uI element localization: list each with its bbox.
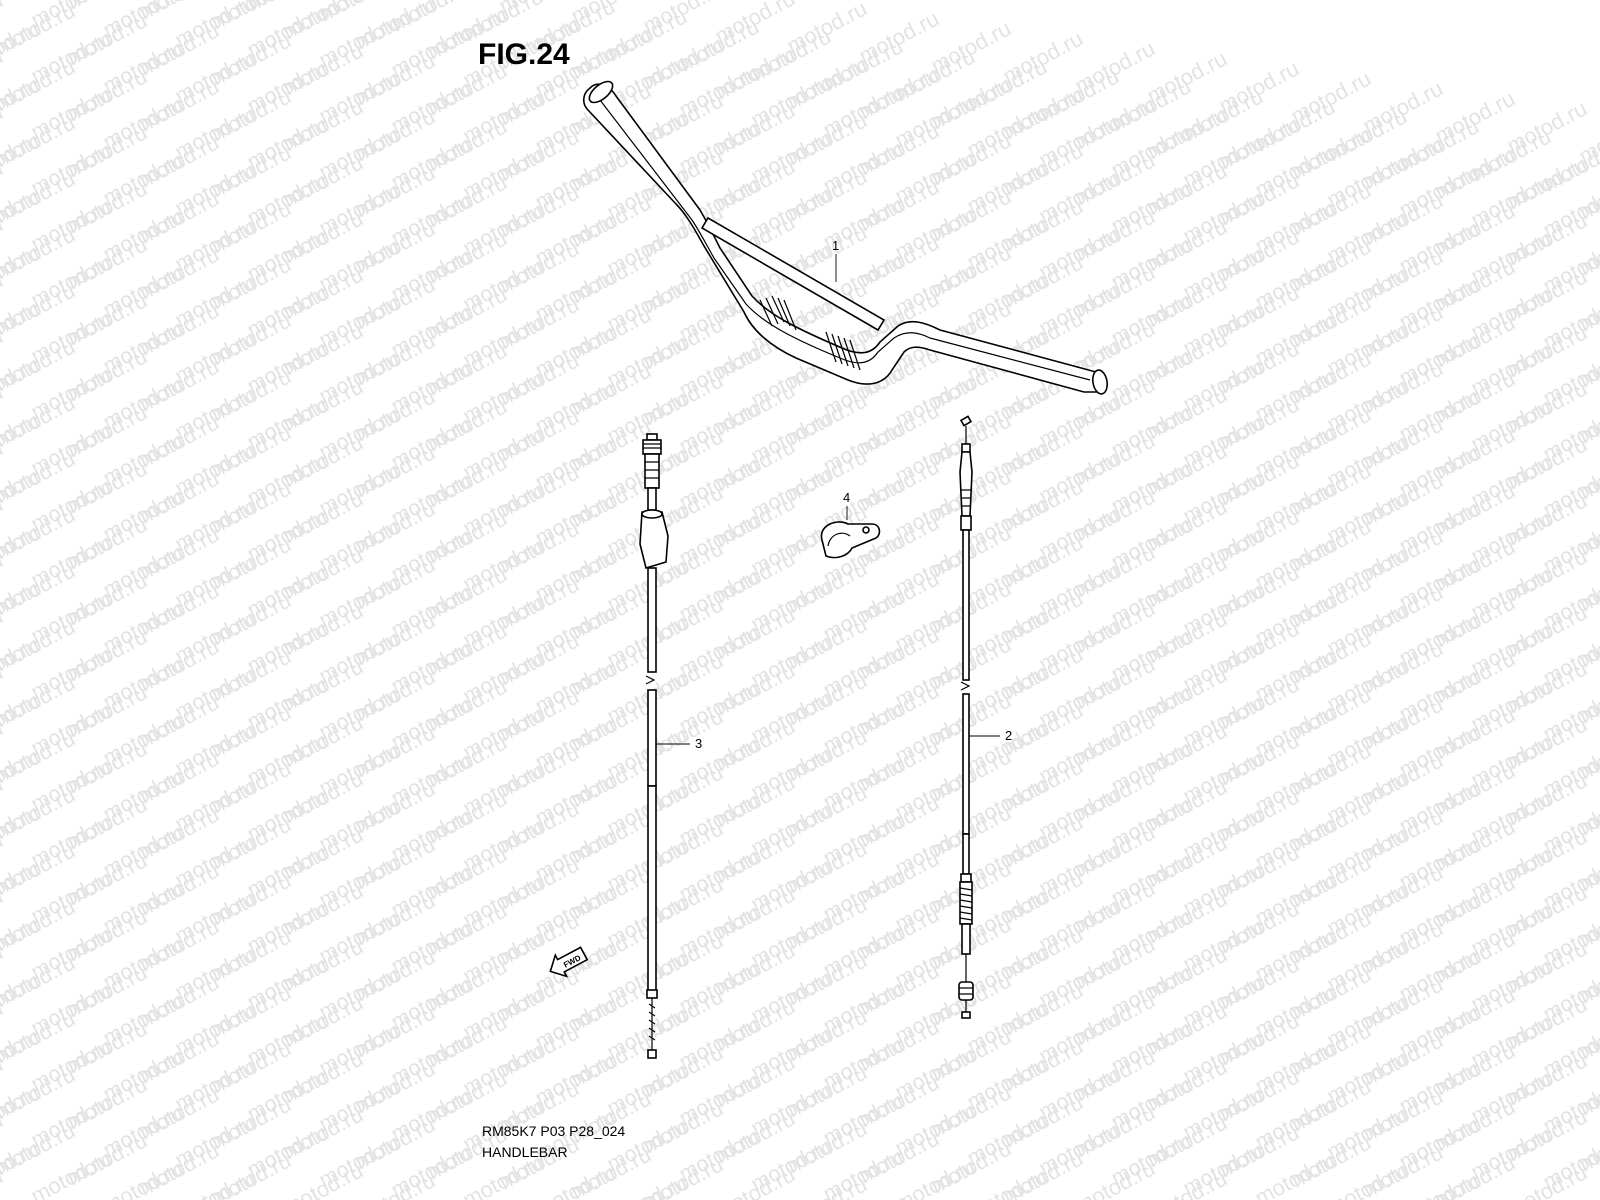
- forward-direction-marker: FWD: [549, 946, 589, 978]
- throttle-adjuster-nut: [642, 439, 662, 455]
- clamp-bolt-hole: [862, 526, 870, 534]
- clutch-cable[interactable]: 2: [958, 415, 1012, 1019]
- clutch-cable-housing-upper: [962, 529, 970, 681]
- throttle-cable-housing-upper: [647, 567, 657, 673]
- handlebar[interactable]: 1: [582, 78, 1109, 395]
- clutch-cable-break-mark: [960, 681, 971, 691]
- throttle-cable-break-mark: [645, 675, 656, 685]
- clutch-cable-housing-lower: [962, 833, 970, 875]
- handlebar-tube: [582, 83, 1106, 393]
- callout-4-label: 4: [843, 490, 850, 505]
- throttle-cable[interactable]: 3: [639, 433, 702, 1059]
- throttle-adjuster-body: [644, 453, 660, 489]
- callout-3-label: 3: [695, 736, 702, 751]
- callout-1-label: 1: [832, 238, 839, 253]
- callout-2-label: 2: [1005, 728, 1012, 743]
- throttle-adjuster-tip: [646, 433, 658, 441]
- clutch-cable-top-ferrule: [961, 443, 971, 453]
- clutch-cable-top-nipple: [959, 415, 973, 427]
- cable-clamp[interactable]: 4: [820, 490, 881, 559]
- clutch-adjuster-nut: [960, 515, 972, 531]
- throttle-cable-housing-lower: [647, 785, 657, 993]
- throttle-cable-housing-middle: [647, 689, 657, 787]
- clutch-cable-boot-collar: [960, 873, 972, 883]
- figure-code: RM85K7 P03 P28_024: [482, 1123, 626, 1139]
- throttle-cable-end-nipple: [647, 1049, 657, 1059]
- clutch-cable-barrel-end: [958, 981, 974, 1001]
- handlebar-inner-line: [599, 99, 1091, 381]
- clutch-cable-lower-adjuster: [961, 923, 971, 955]
- throttle-cable-neck: [647, 487, 657, 511]
- throttle-boot-top: [641, 509, 663, 519]
- throttle-cable-boot: [639, 511, 669, 570]
- clutch-cable-housing-middle: [962, 693, 970, 835]
- figure-name: HANDLEBAR: [482, 1144, 568, 1160]
- clutch-cable-end-nipple: [961, 1011, 971, 1019]
- throttle-cable-end-ferrule: [646, 989, 658, 999]
